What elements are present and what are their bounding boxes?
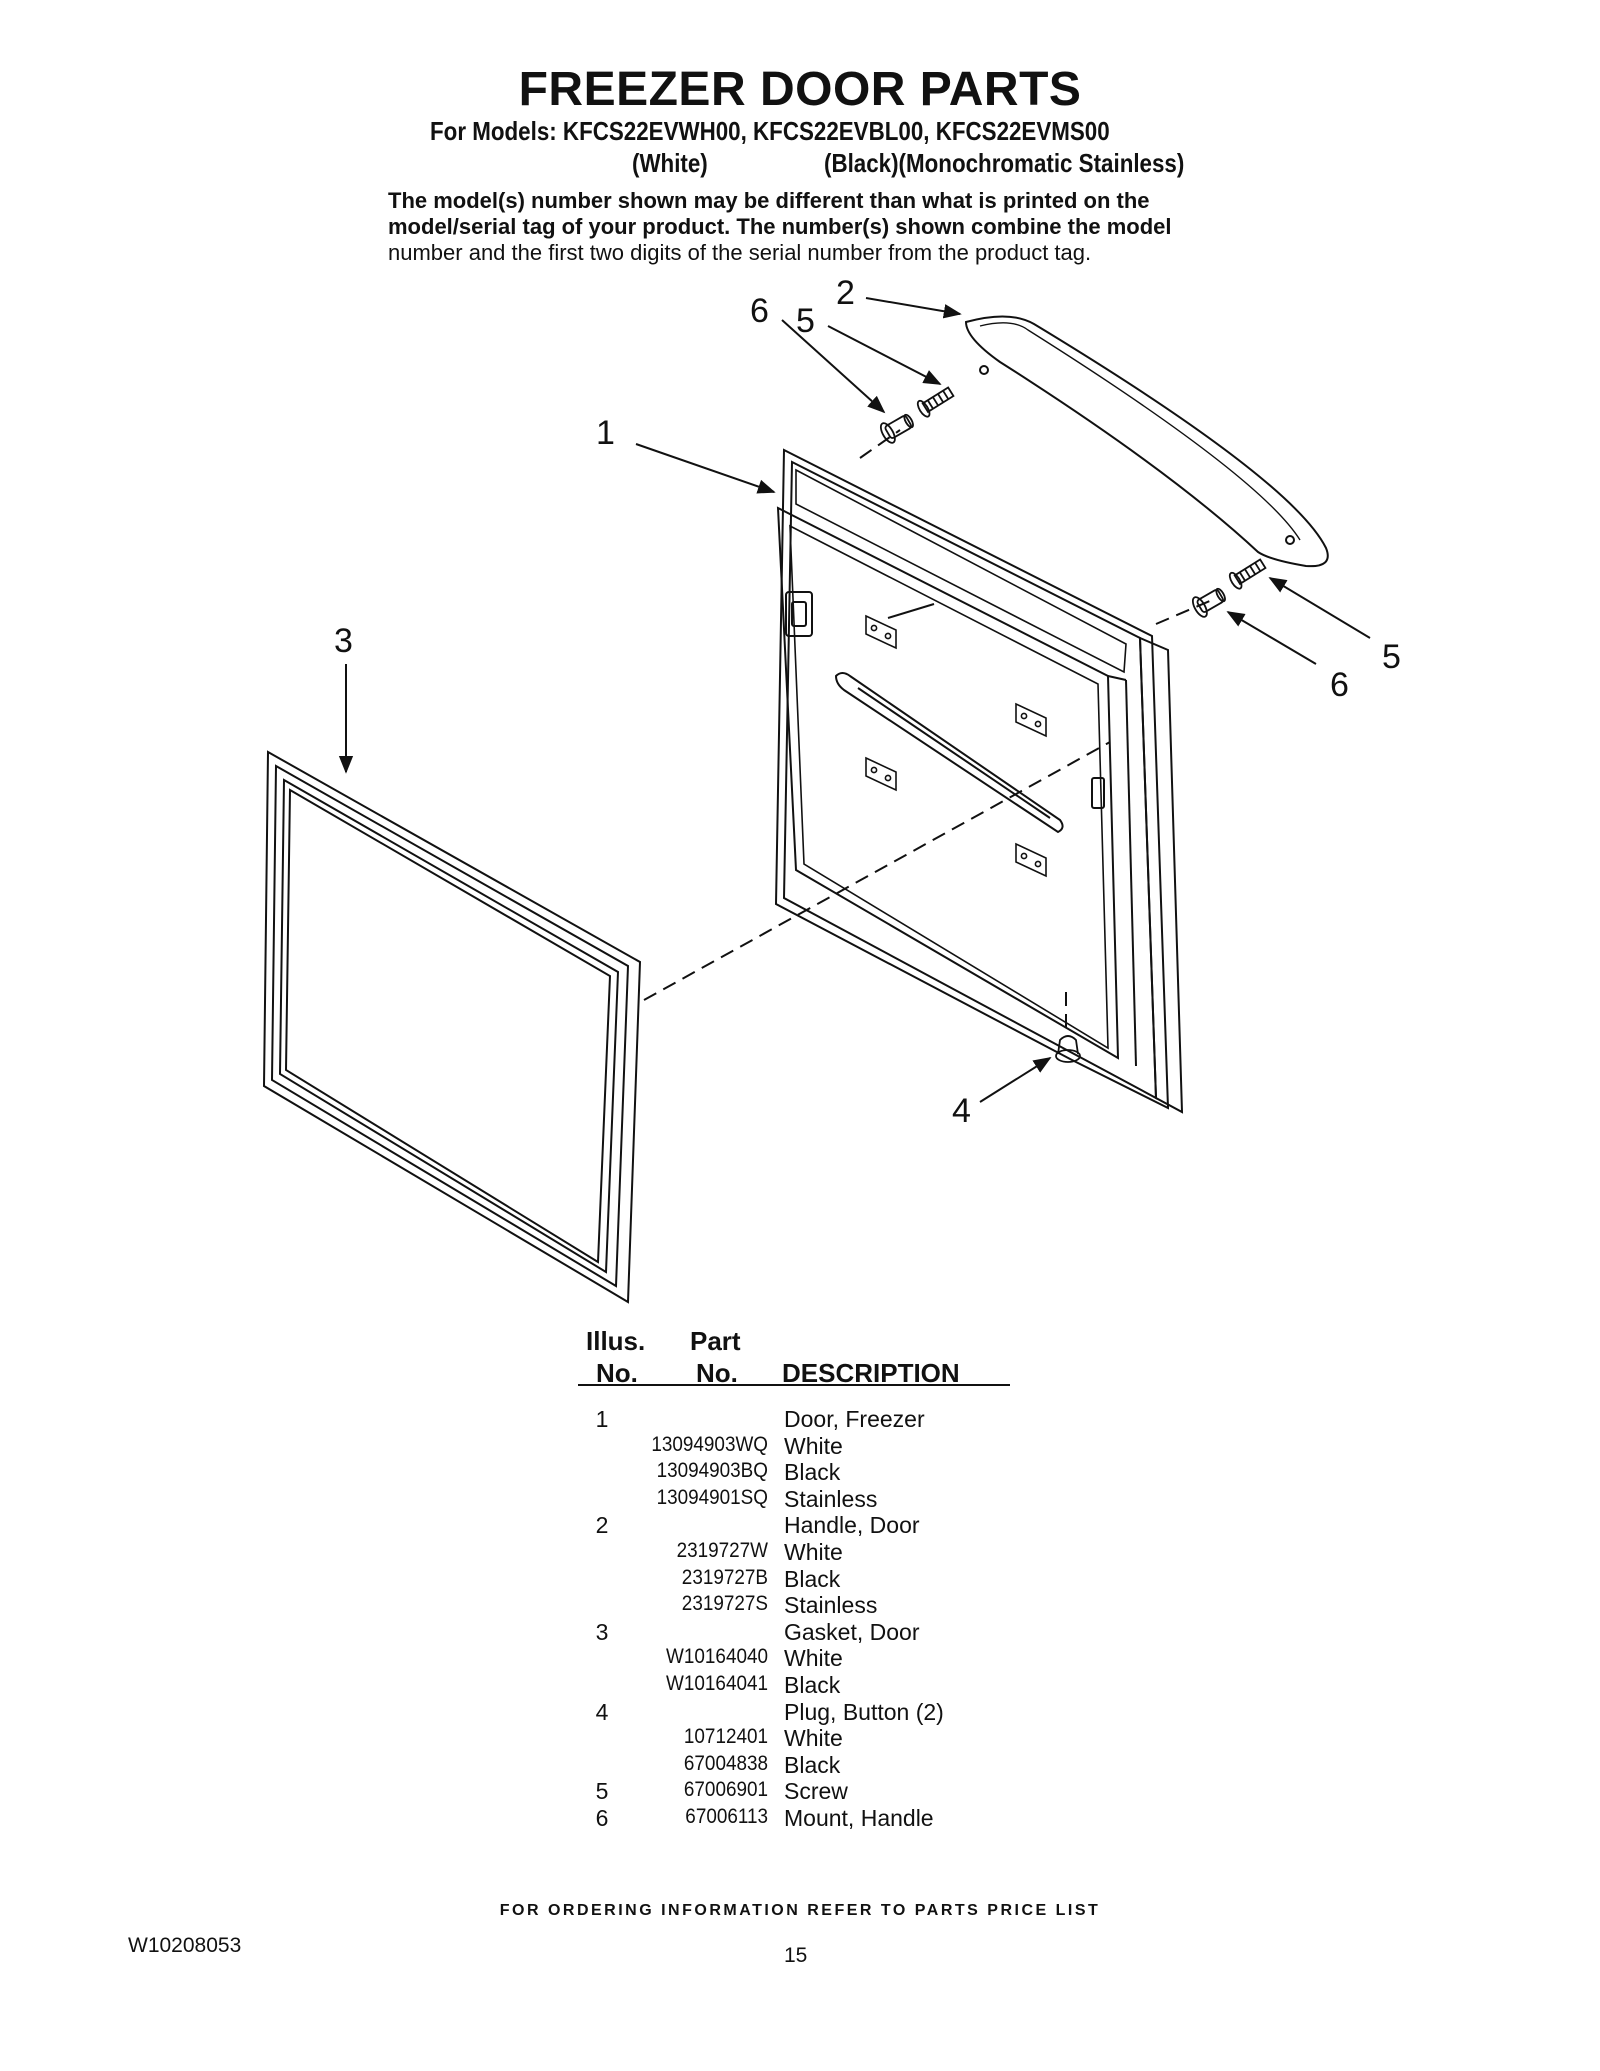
handle-mount	[879, 413, 1226, 618]
models-line: For Models: KFCS22EVWH00, KFCS22EVBL00, …	[430, 116, 1110, 146]
callout-5-top: 5	[796, 302, 815, 340]
callout-5-right: 5	[1382, 638, 1401, 676]
color-white-label: (White)	[632, 148, 708, 178]
model-number-notice: The model(s) number shown may be differe…	[388, 188, 1172, 266]
callout-3: 3	[334, 622, 353, 660]
page-number: 15	[784, 1944, 808, 1967]
callout-6-right: 6	[1330, 666, 1349, 704]
notice-line-1: The model(s) number shown may be differe…	[388, 188, 1150, 213]
leader-arrows	[338, 297, 1371, 1103]
header-illus-bottom: No.	[596, 1358, 638, 1388]
exploded-parts-diagram: 1 2 3 4 5 5 6 6	[262, 274, 1401, 1304]
button-plug	[1055, 1035, 1081, 1063]
header-rule	[578, 1384, 1010, 1386]
color-black-stainless-label: (Black)(Monochromatic Stainless)	[824, 148, 1185, 178]
header-description: DESCRIPTION	[782, 1358, 960, 1388]
door-handle	[964, 315, 1329, 568]
callout-2: 2	[836, 274, 855, 312]
handle-screw	[916, 386, 1267, 590]
header-part-top: Part	[690, 1326, 741, 1356]
header-part-bottom: No.	[696, 1358, 738, 1388]
header-illus-top: Illus.	[586, 1326, 646, 1356]
assembly-lines	[643, 429, 1213, 1034]
callout-4: 4	[952, 1092, 971, 1130]
callout-6-top: 6	[750, 292, 769, 330]
notice-line-3: number and the first two digits of the s…	[388, 240, 1092, 265]
callout-1: 1	[596, 414, 615, 452]
door-gasket	[262, 750, 642, 1304]
ordering-info-footer: FOR ORDERING INFORMATION REFER TO PARTS …	[499, 1902, 1101, 1919]
document-number: W10208053	[128, 1934, 242, 1957]
freezer-door	[774, 448, 1184, 1114]
page-title: FREEZER DOOR PARTS	[518, 63, 1082, 116]
notice-line-2: model/serial tag of your product. The nu…	[388, 214, 1172, 239]
